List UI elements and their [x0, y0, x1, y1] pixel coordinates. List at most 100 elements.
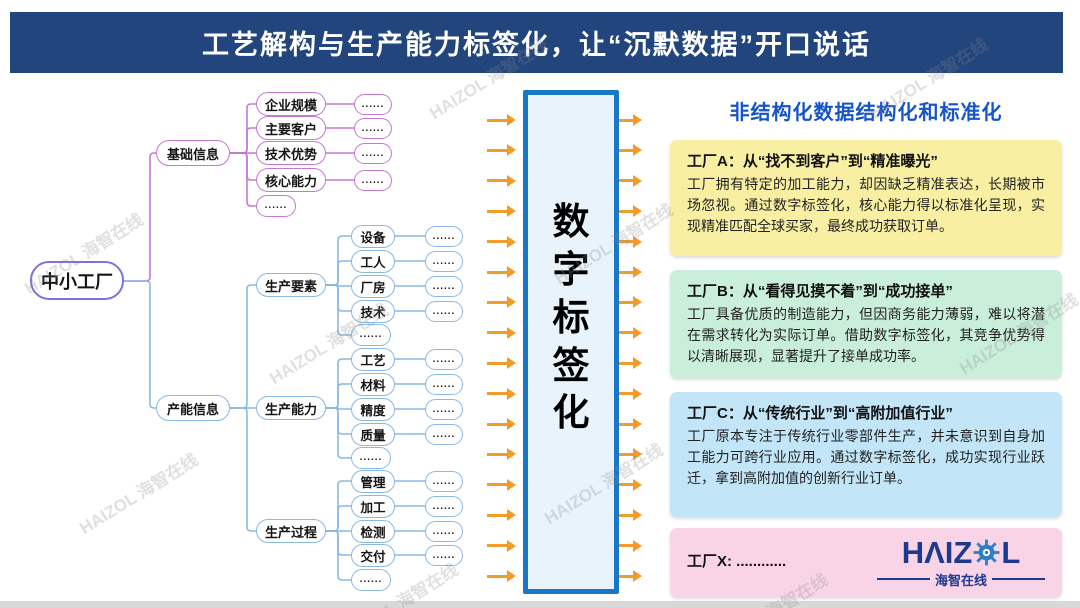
mindmap-node-dots: ......: [425, 399, 463, 420]
digital-labeling-char: 标: [552, 296, 590, 338]
factory-card-c-title: 工厂C：从“传统行业”到“高附加值行业”: [687, 405, 953, 422]
mindmap-node-leaf: 交付: [351, 544, 395, 567]
tagline-rule-right: [992, 578, 1046, 580]
arrow-right-icon: [613, 357, 642, 370]
gear-icon: [973, 539, 1000, 565]
mindmap-node-group: 生产能力: [256, 396, 326, 420]
mindmap-node-leaf: 材料: [351, 373, 395, 396]
mindmap-node-dots: ......: [425, 471, 463, 492]
mindmap-node-leaf: 加工: [351, 495, 395, 518]
arrow-right-icon: [613, 448, 642, 461]
mindmap-node-leaf: 企业规模: [256, 92, 326, 116]
mindmap-node-dots: ......: [354, 143, 392, 164]
mindmap-node-dots: ......: [354, 170, 392, 191]
factory-card-b-title: 工厂B：从“看得见摸不着”到“成功接单”: [687, 283, 953, 300]
arrow-right-icon: [487, 418, 516, 430]
mindmap-node-leaf: 管理: [351, 470, 395, 493]
mindmap-node-dots: ......: [425, 251, 463, 272]
factory-card-b-body: 工厂具备优质的制造能力，但因商务能力薄弱，难以将潜在需求转化为实际订单。借助数字…: [687, 305, 1045, 365]
digital-labeling-text: 数字标签化: [552, 201, 590, 589]
factory-card-a-title: 工厂A：从“找不到客户”到“精准曝光”: [687, 153, 938, 170]
arrow-right-icon: [487, 205, 516, 218]
arrow-right-icon: [487, 539, 516, 552]
arrow-right-icon: [613, 570, 642, 582]
digital-labeling-box: 数字标签化: [523, 90, 619, 594]
factory-card-c: 工厂C：从“传统行业”到“高附加值行业” 工厂原本专注于传统行业零部件生产，并未…: [670, 392, 1062, 517]
factory-card-x: 工厂X: ............ HΛIZ: [670, 528, 1062, 597]
mindmap-node-more: ......: [256, 195, 296, 217]
mindmap-node-dots: ......: [354, 118, 392, 139]
arrow-right-icon: [487, 174, 516, 187]
mindmap-node-leaf: 质量: [351, 423, 395, 446]
mindmap-node-more: ......: [351, 324, 391, 346]
arrow-right-icon: [613, 144, 642, 157]
mindmap-node-dots: ......: [425, 496, 463, 517]
arrow-right-icon: [487, 326, 516, 339]
arrow-right-icon: [613, 478, 642, 491]
factory-card-x-title: 工厂X: ............: [687, 553, 787, 571]
factory-card-a: 工厂A：从“找不到客户”到“精准曝光” 工厂拥有特定的加工能力，却因缺乏精准表达…: [670, 140, 1062, 256]
mindmap-node-dots: ......: [425, 374, 463, 395]
digital-labeling-char: 数: [552, 201, 590, 242]
mindmap-node-dots: ......: [425, 424, 463, 445]
mindmap-node-dots: ......: [425, 276, 463, 297]
arrow-right-icon: [613, 296, 642, 309]
arrow-right-icon: [613, 509, 642, 522]
arrow-right-icon: [487, 235, 516, 248]
mindmap-node-dots: ......: [354, 94, 392, 115]
arrow-right-icon: [613, 235, 642, 248]
arrow-right-icon: [487, 357, 516, 370]
arrow-right-icon: [613, 326, 642, 339]
panel-title: 非结构化数据结构化和标准化: [729, 102, 1003, 124]
haizol-logo-wordmark: HΛIZ L: [902, 537, 1021, 568]
mindmap-node-dots: ......: [425, 545, 463, 566]
tagline-text: 海智在线: [935, 572, 988, 588]
mindmap-node-leaf: 技术优势: [256, 141, 326, 165]
screenshot-edge: [0, 601, 1080, 608]
factory-card-a-body: 工厂拥有特定的加工能力，却因缺乏精准表达，长期被市场忽视。通过数字标签化，核心能…: [687, 175, 1045, 235]
logo-text-right: L: [1001, 534, 1021, 570]
mindmap-node-more: ......: [351, 569, 391, 591]
mindmap-node-dots: ......: [425, 349, 463, 370]
factory-card-c-body: 工厂原本专注于传统行业零部件生产，并未意识到自身加工能力可跨行业应用。通过数字标…: [687, 427, 1045, 487]
arrow-right-icon: [613, 205, 642, 218]
mindmap-node-dots: ......: [425, 301, 463, 322]
arrow-right-icon: [487, 296, 516, 309]
arrow-right-icon: [613, 387, 642, 400]
mindmap-node-leaf: 检测: [351, 520, 395, 543]
arrow-right-icon: [487, 478, 516, 491]
mindmap-node-root: 中小工厂: [30, 261, 124, 300]
arrow-right-icon: [487, 387, 516, 400]
arrow-right-icon: [613, 266, 642, 278]
mindmap-node-basic-info: 基础信息: [156, 140, 230, 166]
mindmap-node-leaf: 精度: [351, 398, 395, 421]
digital-labeling-char: 字: [552, 248, 590, 290]
arrow-right-icon: [487, 114, 516, 126]
arrow-right-icon: [487, 448, 516, 461]
arrow-right-icon: [487, 144, 516, 157]
mindmap-node-leaf: 厂房: [351, 275, 395, 298]
tagline-rule-left: [877, 578, 930, 580]
factory-card-b: 工厂B：从“看得见摸不着”到“成功接单” 工厂具备优质的制造能力，但因商务能力薄…: [670, 270, 1062, 378]
mindmap-node-dots: ......: [425, 226, 463, 247]
mindmap-node-leaf: 设备: [351, 225, 395, 248]
logo-text-left: HΛIZ: [901, 534, 973, 570]
mindmap-node-group: 生产过程: [256, 519, 326, 543]
arrow-right-icon: [613, 418, 642, 430]
arrow-right-icon: [613, 114, 642, 126]
mindmap-node-leaf: 核心能力: [256, 168, 326, 192]
mindmap-node-dots: ......: [425, 521, 463, 542]
arrow-right-icon: [487, 570, 516, 582]
arrow-right-icon: [613, 539, 642, 552]
mindmap-node-group: 生产要素: [256, 273, 326, 297]
haizol-logo: HΛIZ L: [877, 537, 1046, 589]
arrow-right-icon: [613, 174, 642, 187]
haizol-logo-tagline: 海智在线: [877, 570, 1046, 589]
header-banner: 工艺解构与生产能力标签化，让“沉默数据”开口说话: [10, 12, 1063, 73]
mindmap-node-more: ......: [351, 447, 391, 469]
page-title: 工艺解构与生产能力标签化，让“沉默数据”开口说话: [202, 30, 871, 60]
mindmap-node-leaf: 技术: [351, 300, 395, 323]
arrow-right-icon: [487, 509, 516, 522]
